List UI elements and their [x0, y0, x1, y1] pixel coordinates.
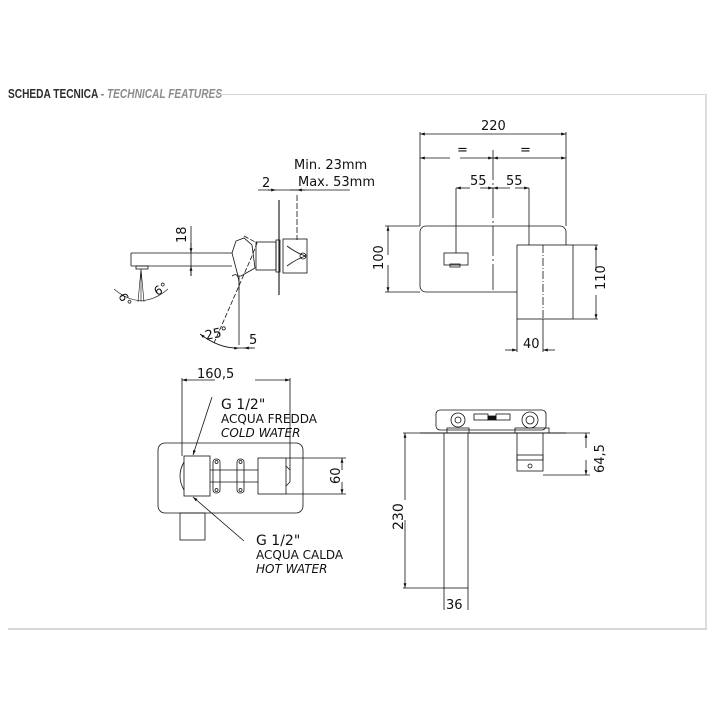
- spout-length-label: 230: [391, 503, 407, 530]
- top-view: [157, 378, 346, 542]
- section-view: [403, 409, 590, 610]
- overall-width-label: 220: [481, 119, 506, 134]
- spray-angle-right-label: 6°: [152, 280, 171, 299]
- hot-label-en: HOT WATER: [256, 562, 327, 576]
- side-view: [113, 188, 350, 350]
- lever-angle-label: 25°: [204, 324, 230, 343]
- plate-height-label: 100: [372, 245, 387, 270]
- hot-label-it: ACQUA CALDA: [256, 548, 344, 562]
- plate-thickness-label: 2: [262, 176, 270, 191]
- spray-angle-left-label: 6°: [115, 291, 134, 310]
- cold-size-label: G 1/2": [221, 397, 265, 413]
- spout-height-label: 18: [175, 226, 190, 243]
- cold-label-en: COLD WATER: [221, 426, 300, 440]
- half-right-label: =: [520, 143, 531, 158]
- offset-right-label: 55: [506, 174, 523, 189]
- body-depth-label: 64,5: [593, 444, 608, 473]
- frame-right-rule: [705, 94, 707, 629]
- header-title-en: TECHNICAL FEATURES: [106, 86, 223, 101]
- body-height-label: 60: [329, 467, 344, 484]
- overall-depth-label: 160,5: [197, 367, 234, 382]
- frame-top-rule: [216, 94, 706, 95]
- wall-min-label: Min. 23mm: [294, 158, 367, 173]
- lever-width-label: 40: [523, 337, 540, 352]
- offset-left-label: 55: [470, 174, 487, 189]
- front-view: [385, 132, 598, 352]
- spout-width-label: 36: [446, 598, 463, 613]
- header-separator: -: [97, 86, 107, 101]
- half-left-label: =: [457, 143, 468, 158]
- frame-bottom-rule: [8, 628, 707, 630]
- header-title-it: SCHEDA TECNICA: [8, 86, 98, 101]
- section-header: SCHEDA TECNICA - TECHNICAL FEATURES: [8, 86, 222, 101]
- lever-height-label: 110: [594, 265, 609, 290]
- lever-offset-label: 5: [249, 333, 257, 348]
- hot-size-label: G 1/2": [256, 533, 300, 549]
- wall-max-label: Max. 53mm: [298, 175, 375, 190]
- cold-label-it: ACQUA FREDDA: [221, 412, 318, 426]
